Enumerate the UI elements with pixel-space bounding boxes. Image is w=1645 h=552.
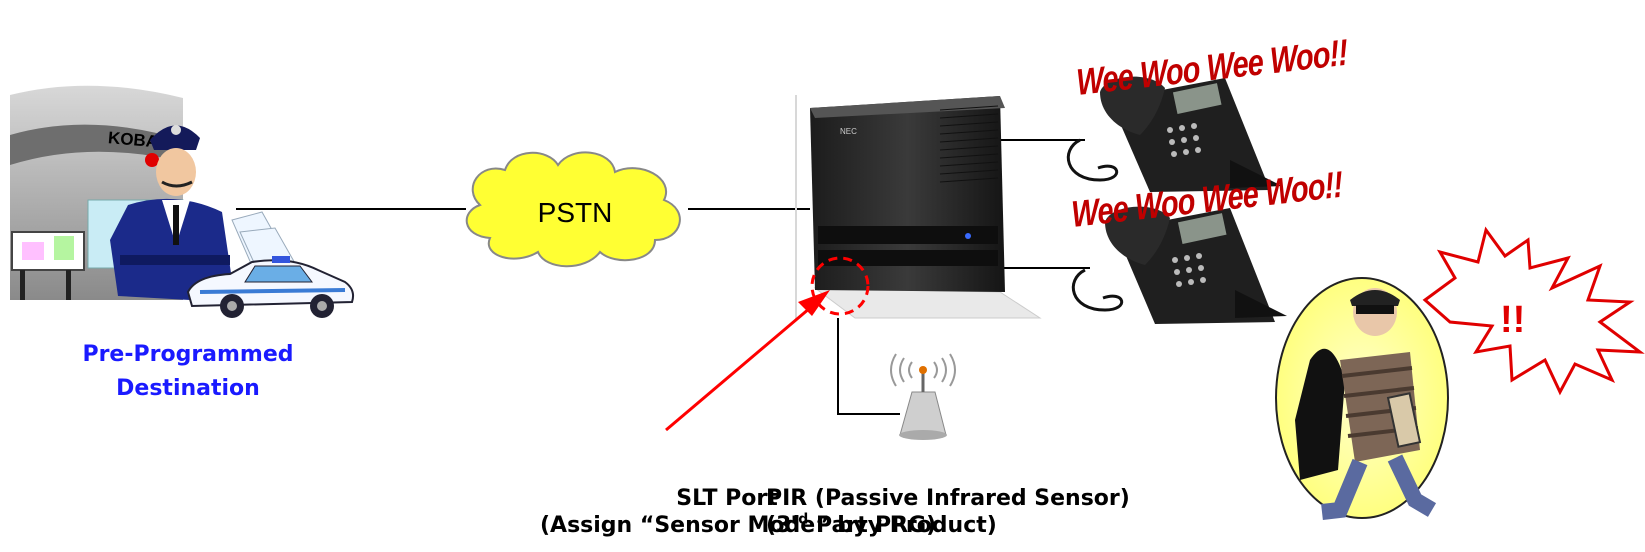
phone-icon — [1066, 76, 1282, 192]
pir-sensor-icon — [890, 353, 956, 440]
police-car-icon — [186, 256, 355, 318]
phone-icon — [1071, 206, 1287, 324]
destination-label: Pre-Programmed Destination — [58, 338, 318, 406]
slt-port-label: SLT Port (Assign “Sensor Mode” by PRG) — [540, 485, 937, 539]
cloud-icon: PSTN — [465, 151, 681, 268]
pir-line-1: PIR (Passive Infrared Sensor) — [766, 486, 1130, 511]
pir-line-2: (3rd Party Product) — [766, 511, 997, 538]
destination-line-2: Destination — [116, 376, 260, 401]
destination-line-1: Pre-Programmed — [82, 342, 294, 367]
nec-logo: NEC — [840, 127, 857, 136]
slt-port-line-1: SLT Port — [676, 486, 778, 511]
connection-lines — [236, 139, 1090, 415]
slt-port-highlight — [810, 256, 870, 316]
burglar-icon — [1275, 277, 1449, 520]
slt-port-line-2: (Assign “Sensor Mode” by PRG) — [540, 513, 937, 538]
pstn-label: PSTN — [538, 197, 613, 228]
alarm-burst-text: !! — [1500, 299, 1525, 341]
pir-label: PIR (Passive Infrared Sensor) (3rd Party… — [766, 485, 1130, 539]
explosion-icon: !! — [1422, 226, 1645, 396]
police-officer-icon — [110, 125, 232, 300]
pbx-icon: NEC — [795, 95, 1042, 320]
slt-port-arrow — [665, 290, 830, 432]
